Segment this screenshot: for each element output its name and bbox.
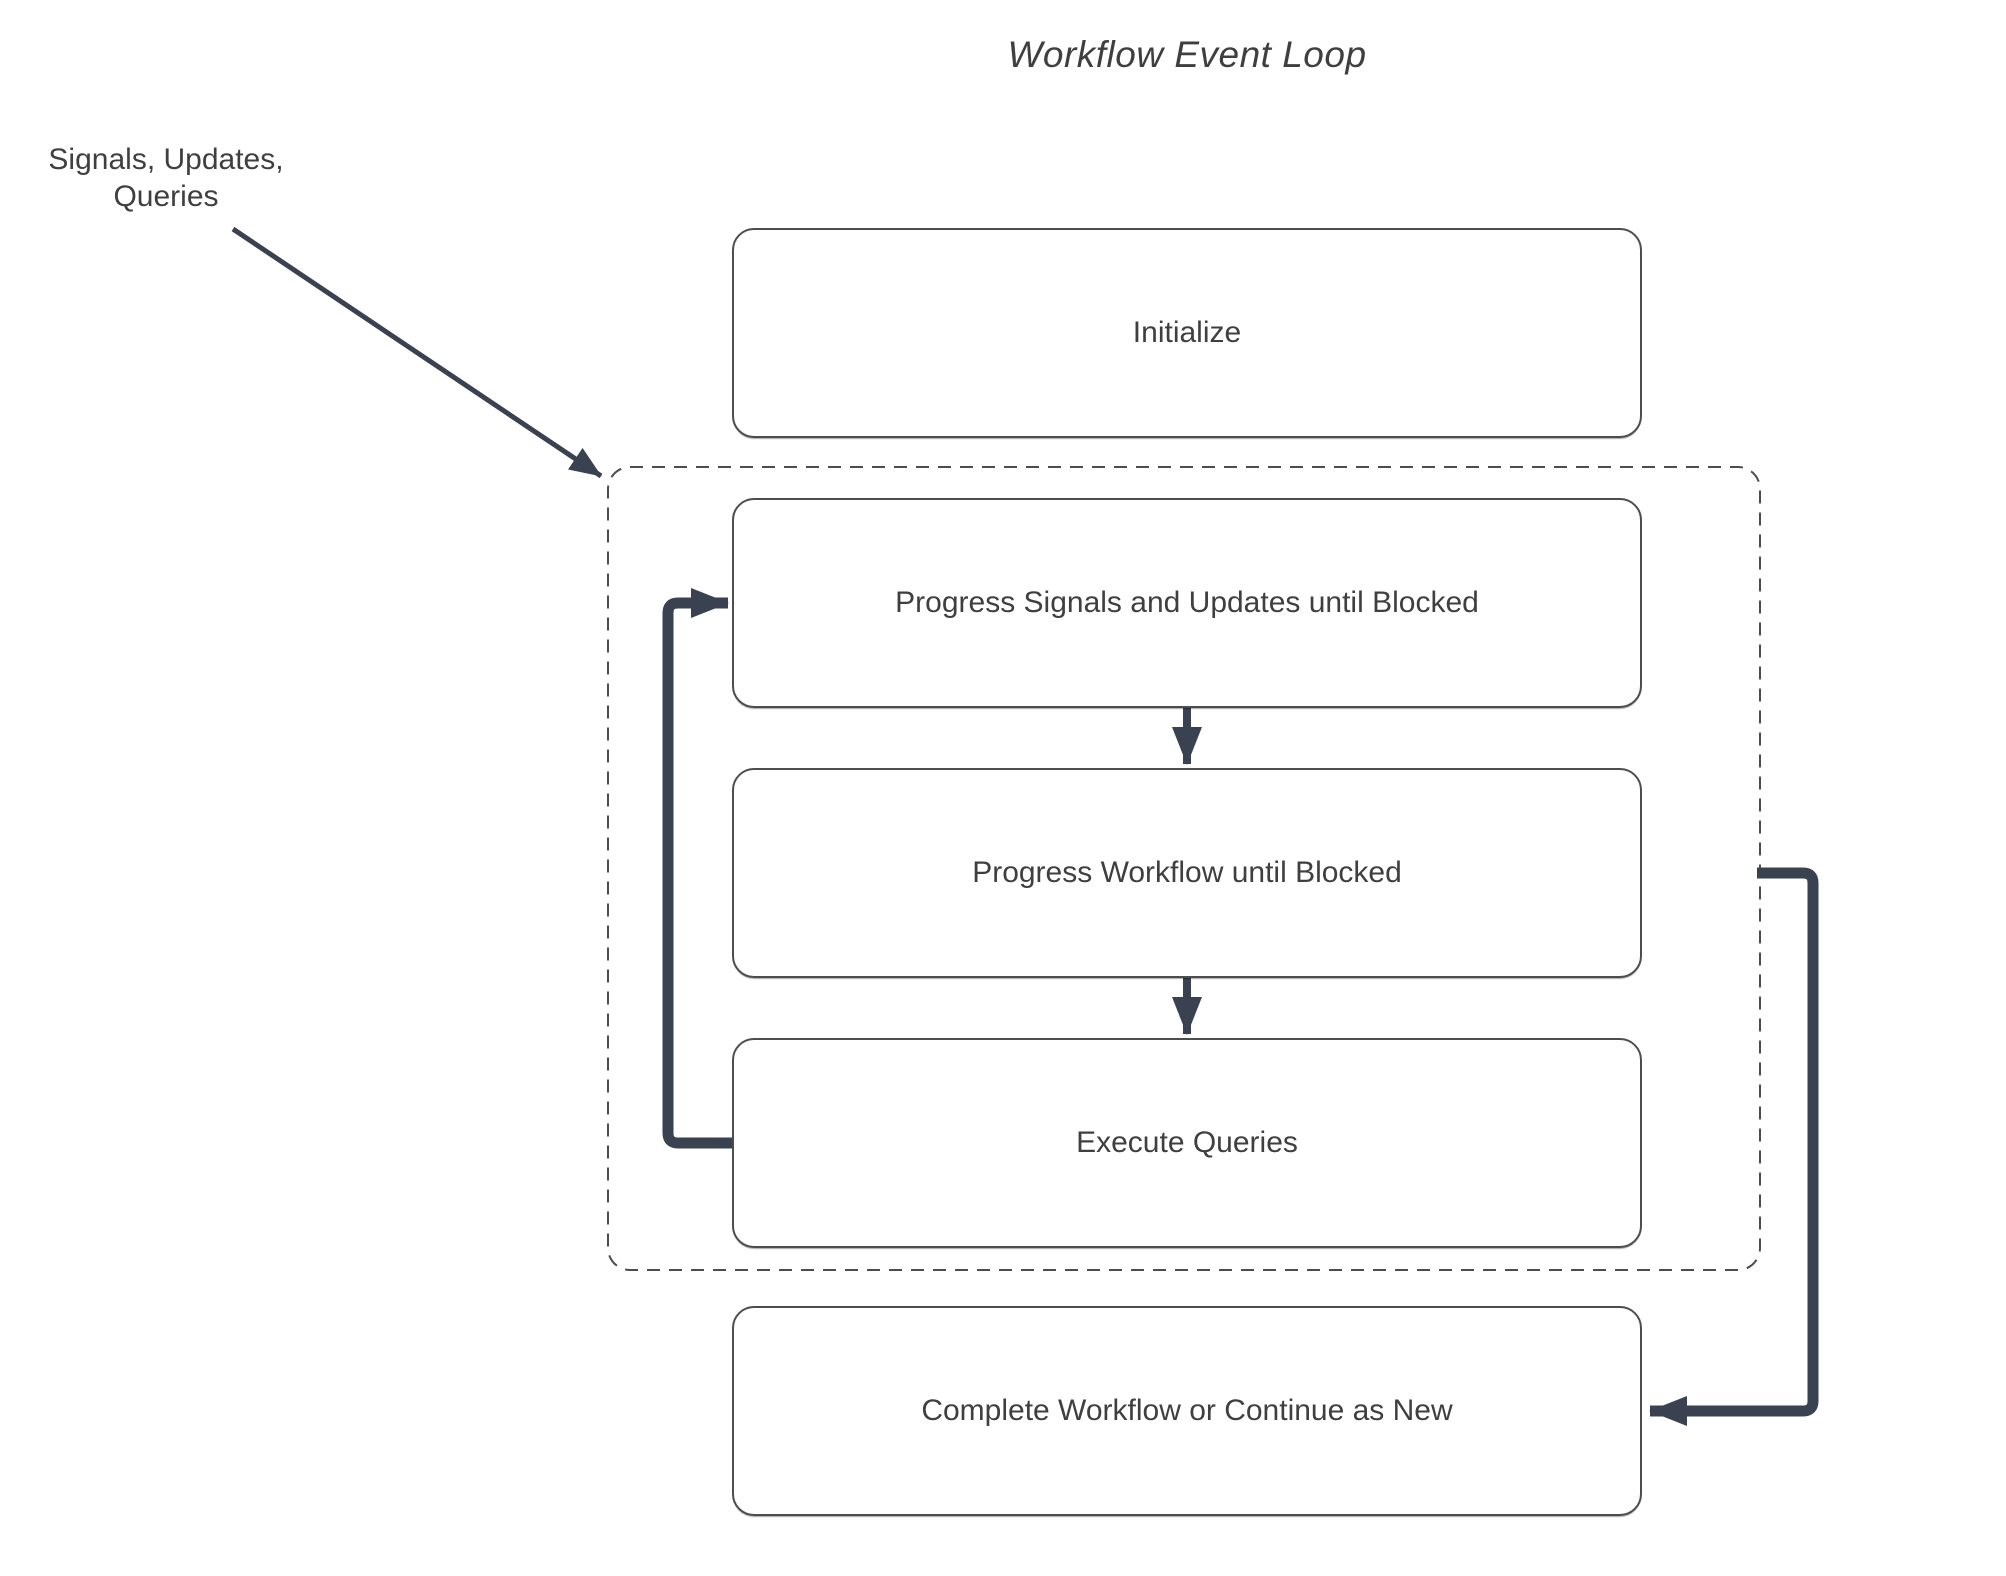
flow-node-initialize: Initialize bbox=[732, 228, 1642, 438]
edge-group-to-complete-arrow bbox=[1649, 867, 1819, 1426]
annotation-line-2: Queries bbox=[113, 180, 219, 213]
flow-node-execute-queries: Execute Queries bbox=[732, 1038, 1642, 1248]
flow-node-initialize-label: Initialize bbox=[1132, 316, 1242, 349]
page-title: Workflow Event Loop bbox=[1007, 34, 1367, 75]
flow-node-progress-signals-label: Progress Signals and Updates until Block… bbox=[895, 586, 1479, 619]
flow-node-progress-workflow-label: Progress Workflow until Blocked bbox=[972, 856, 1402, 889]
flow-node-execute-queries-label: Execute Queries bbox=[1076, 1126, 1298, 1159]
annotation-line-1: Signals, Updates, bbox=[48, 143, 284, 176]
flow-node-progress-signals: Progress Signals and Updates until Block… bbox=[732, 498, 1642, 708]
flow-node-progress-workflow: Progress Workflow until Blocked bbox=[732, 768, 1642, 978]
annotation-label: Signals, Updates, Queries bbox=[20, 141, 312, 215]
flow-node-complete-workflow: Complete Workflow or Continue as New bbox=[732, 1306, 1642, 1516]
edge-queries-loopback-arrow bbox=[662, 588, 732, 1149]
flow-node-complete-workflow-label: Complete Workflow or Continue as New bbox=[921, 1394, 1453, 1427]
edge-annotation-to-group-arrow bbox=[231, 226, 603, 479]
